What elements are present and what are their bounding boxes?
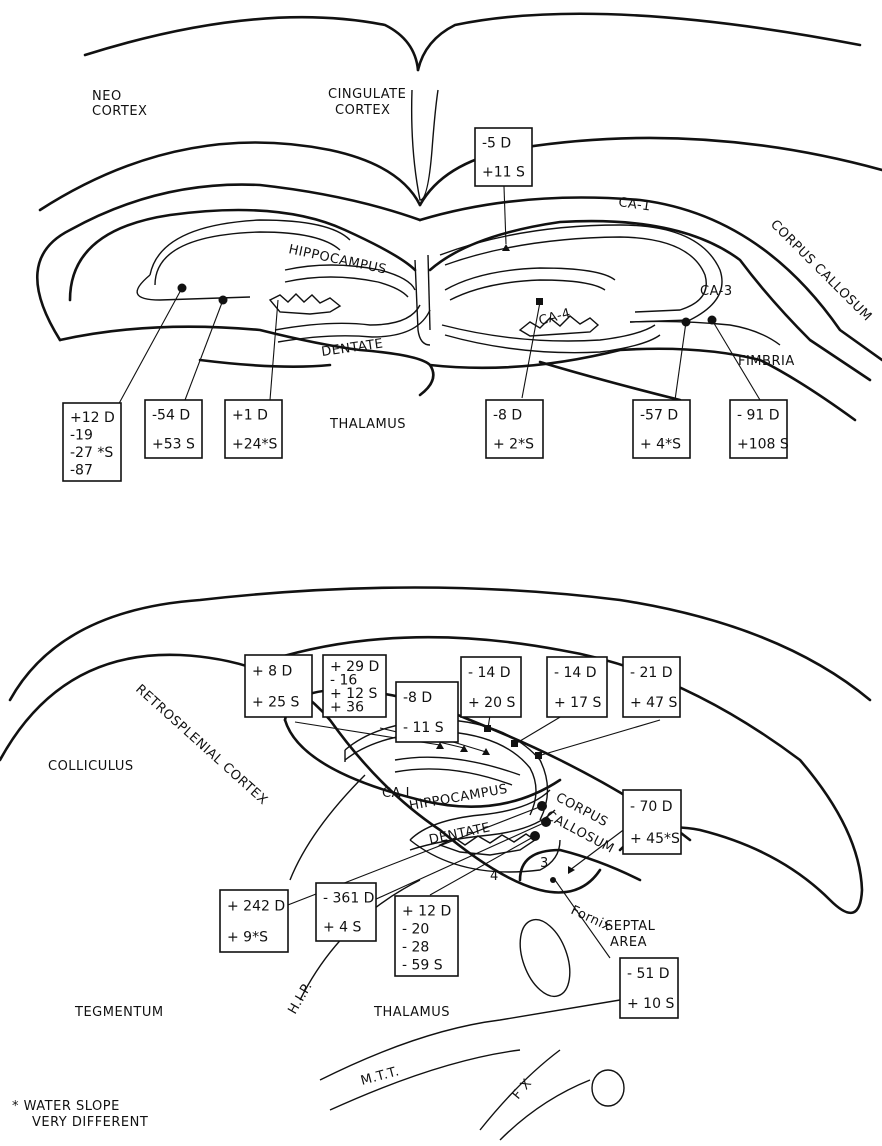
value-box-line: + 45*S [630,831,680,847]
value-box-line: +108 S [737,437,789,453]
value-box-line: + 4 S [323,920,362,936]
bottom-value-box: + 29 D- 16+ 12 S+ 36 [323,655,386,717]
septal-label-line2: AREA [610,935,647,950]
bottom-value-box: - 70 D + 45*S [623,790,681,854]
tegmentum-label: TEGMENTUM [74,1005,164,1020]
value-box-line: -57 D [640,408,678,424]
top-value-box: +12 D -19-27 *S -87 [63,403,121,481]
fimbria-label: FIMBRIA [738,354,795,369]
bottom-value-box: + 8 D + 25 S [245,655,312,717]
top-value-box: +1 D +24*S [225,400,282,458]
footnote: * WATER SLOPE VERY DIFFERENT [12,1099,148,1130]
top-value-box: -8 D + 2*S [486,400,543,458]
value-boxes: -5 D +11 S +12 D -19-27 *S -87 -54 D +53 S +1 D… [63,128,789,1018]
value-box-line: + 47 S [630,695,677,711]
dentate-label: DENTATE [320,336,384,360]
value-box-line: + 8 D [252,664,292,680]
value-box-line: - 59 S [402,958,443,974]
mtt-label: M.T.T. [359,1064,401,1089]
value-box-line: + 20 S [468,695,515,711]
value-box-line: + 242 D [227,899,285,915]
neocortex-label-line1: NEO [92,89,122,104]
top-value-box: -5 D +11 S [475,128,532,186]
ca4-label: CA-4 [537,306,572,329]
bottom-value-box: - 14 D + 17 S [547,657,607,717]
top-value-box: - 91 D +108 S [730,400,789,458]
value-box-line: -87 [70,463,93,479]
bottom-value-box: - 14 D + 20 S [461,657,521,717]
corpus-callosum-label: CORPUS CALLOSUM [767,217,874,324]
value-box-line: -5 D [482,136,511,152]
value-box-line: + 25 S [252,695,299,711]
thalamus-label-top: THALAMUS [329,417,406,432]
value-box-line: +1 D [232,408,268,424]
top-section-markers [110,158,760,420]
footnote-line1: * WATER SLOPE [12,1099,120,1114]
hippocampus-label-bottom: HIPPOCAMPUS [408,782,509,814]
bottom-value-box: - 51 D + 10 S [620,958,678,1018]
value-box-line: - 14 D [468,665,511,681]
bottom-value-box: - 361 D + 4 S [316,883,376,941]
value-box-line: -27 *S [70,445,113,461]
cingulate-label-line2: CORTEX [335,103,390,118]
value-box-line: -54 D [152,408,190,424]
value-box-line: - 361 D [323,891,374,907]
bottom-value-box: -8 D - 11 S [396,682,458,742]
value-box-line: + 10 S [627,996,674,1012]
value-box-line: -8 D [493,408,522,424]
recording-site-square [511,740,518,747]
value-box-line: - 14 D [554,665,597,681]
ca1-label: CA-1 [617,195,651,214]
value-box-line: +11 S [482,165,525,181]
value-box-line: + 2*S [493,437,534,453]
value-box-line: - 70 D [630,799,673,815]
value-box-line: -8 D [403,690,432,706]
value-box-line: - 20 [402,922,429,938]
value-box-line: +53 S [152,437,195,453]
value-box-line: + 9*S [227,930,268,946]
hip-label: H.I.P. [285,980,315,1017]
fx-label: F X [510,1076,536,1103]
neocortex-label-line2: CORTEX [92,104,147,119]
subfield-3-label: 3 [540,856,549,871]
recording-site-square [484,725,491,732]
bottom-value-box: + 12 D - 20 - 28 - 59 S [395,896,458,976]
colliculus-label: COLLICULUS [48,759,134,774]
footnote-line2: VERY DIFFERENT [32,1115,148,1130]
value-box-line: +12 D [70,410,115,426]
value-box-line: - 21 D [630,665,673,681]
value-box-line: - 28 [402,940,429,956]
value-box-line: - 11 S [403,720,444,736]
value-box-line: - 51 D [627,966,670,982]
top-value-box: -54 D +53 S [145,400,202,458]
value-box-line: + 17 S [554,695,601,711]
cingulate-label-line1: CINGULATE [328,87,406,102]
subfield-4-label: 4 [490,869,499,884]
thalamus-label-bottom: THALAMUS [373,1005,450,1020]
bottom-value-box: - 21 D + 47 S [623,657,680,717]
bottom-section-outlines [0,588,870,1141]
bottom-value-box: + 242 D + 9*S [220,890,288,952]
value-box-line: + 36 [330,700,364,716]
ca1-label-bottom: CA I [382,786,410,801]
value-box-line: + 12 D [402,904,451,920]
value-box-line: - 91 D [737,408,780,424]
septal-label-line1: SEPTAL [605,919,656,934]
value-box-line: -19 [70,428,93,444]
value-box-line: +24*S [232,437,278,453]
value-box-line: + 4*S [640,437,681,453]
top-value-box: -57 D + 4*S [633,400,690,458]
ca3-label: CA-3 [700,284,733,299]
